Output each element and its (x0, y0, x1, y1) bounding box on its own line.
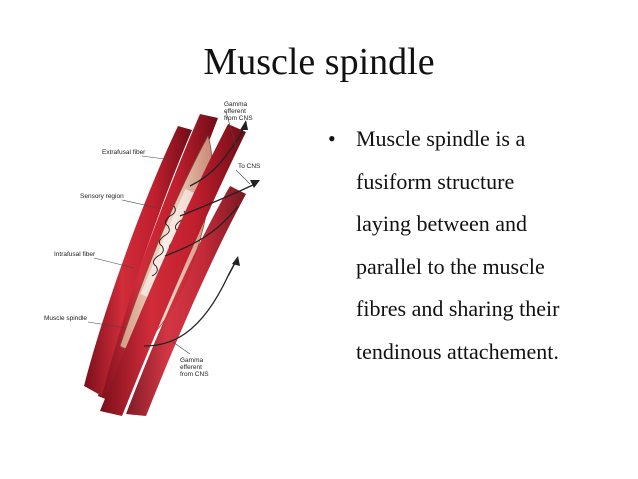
label-muscle-spindle: Muscle spindle (44, 315, 87, 322)
bullet-line-4: parallel to the muscle (356, 246, 620, 289)
label-gamma-bottom-2: efferent (180, 364, 202, 371)
bullet-line-1: Muscle spindle is a (356, 118, 620, 161)
label-gamma-top-1: Gamma (224, 101, 248, 108)
slide-title: Muscle spindle (0, 40, 638, 84)
bullet-item: • Muscle spindle is a fusiform structure… (320, 118, 620, 373)
label-gamma-bottom-3: from CNS (180, 371, 209, 378)
muscle-spindle-illustration: Gamma efferent from CNS Extrafusal fiber… (40, 96, 300, 416)
bullet-line-3: laying between and (356, 203, 620, 246)
label-gamma-top-3: from CNS (224, 115, 253, 122)
label-sensory-region: Sensory region (80, 193, 124, 200)
bullet-line-2: fusiform structure (356, 161, 620, 204)
muscle-spindle-diagram: Gamma efferent from CNS Extrafusal fiber… (40, 96, 300, 416)
bullet-line-6: tendinous attachement. (356, 331, 620, 374)
label-gamma-bottom-1: Gamma (180, 357, 204, 364)
label-intrafusal-fiber: Intrafusal fiber (54, 251, 96, 258)
label-gamma-top-2: efferent (224, 108, 246, 115)
label-extrafusal-fiber: Extrafusal fiber (102, 149, 146, 156)
label-to-cns: To CNS (238, 163, 261, 170)
bullet-line-5: fibres and sharing their (356, 288, 620, 331)
bullet-dot-icon: • (328, 118, 336, 161)
bullet-list: • Muscle spindle is a fusiform structure… (320, 118, 620, 373)
